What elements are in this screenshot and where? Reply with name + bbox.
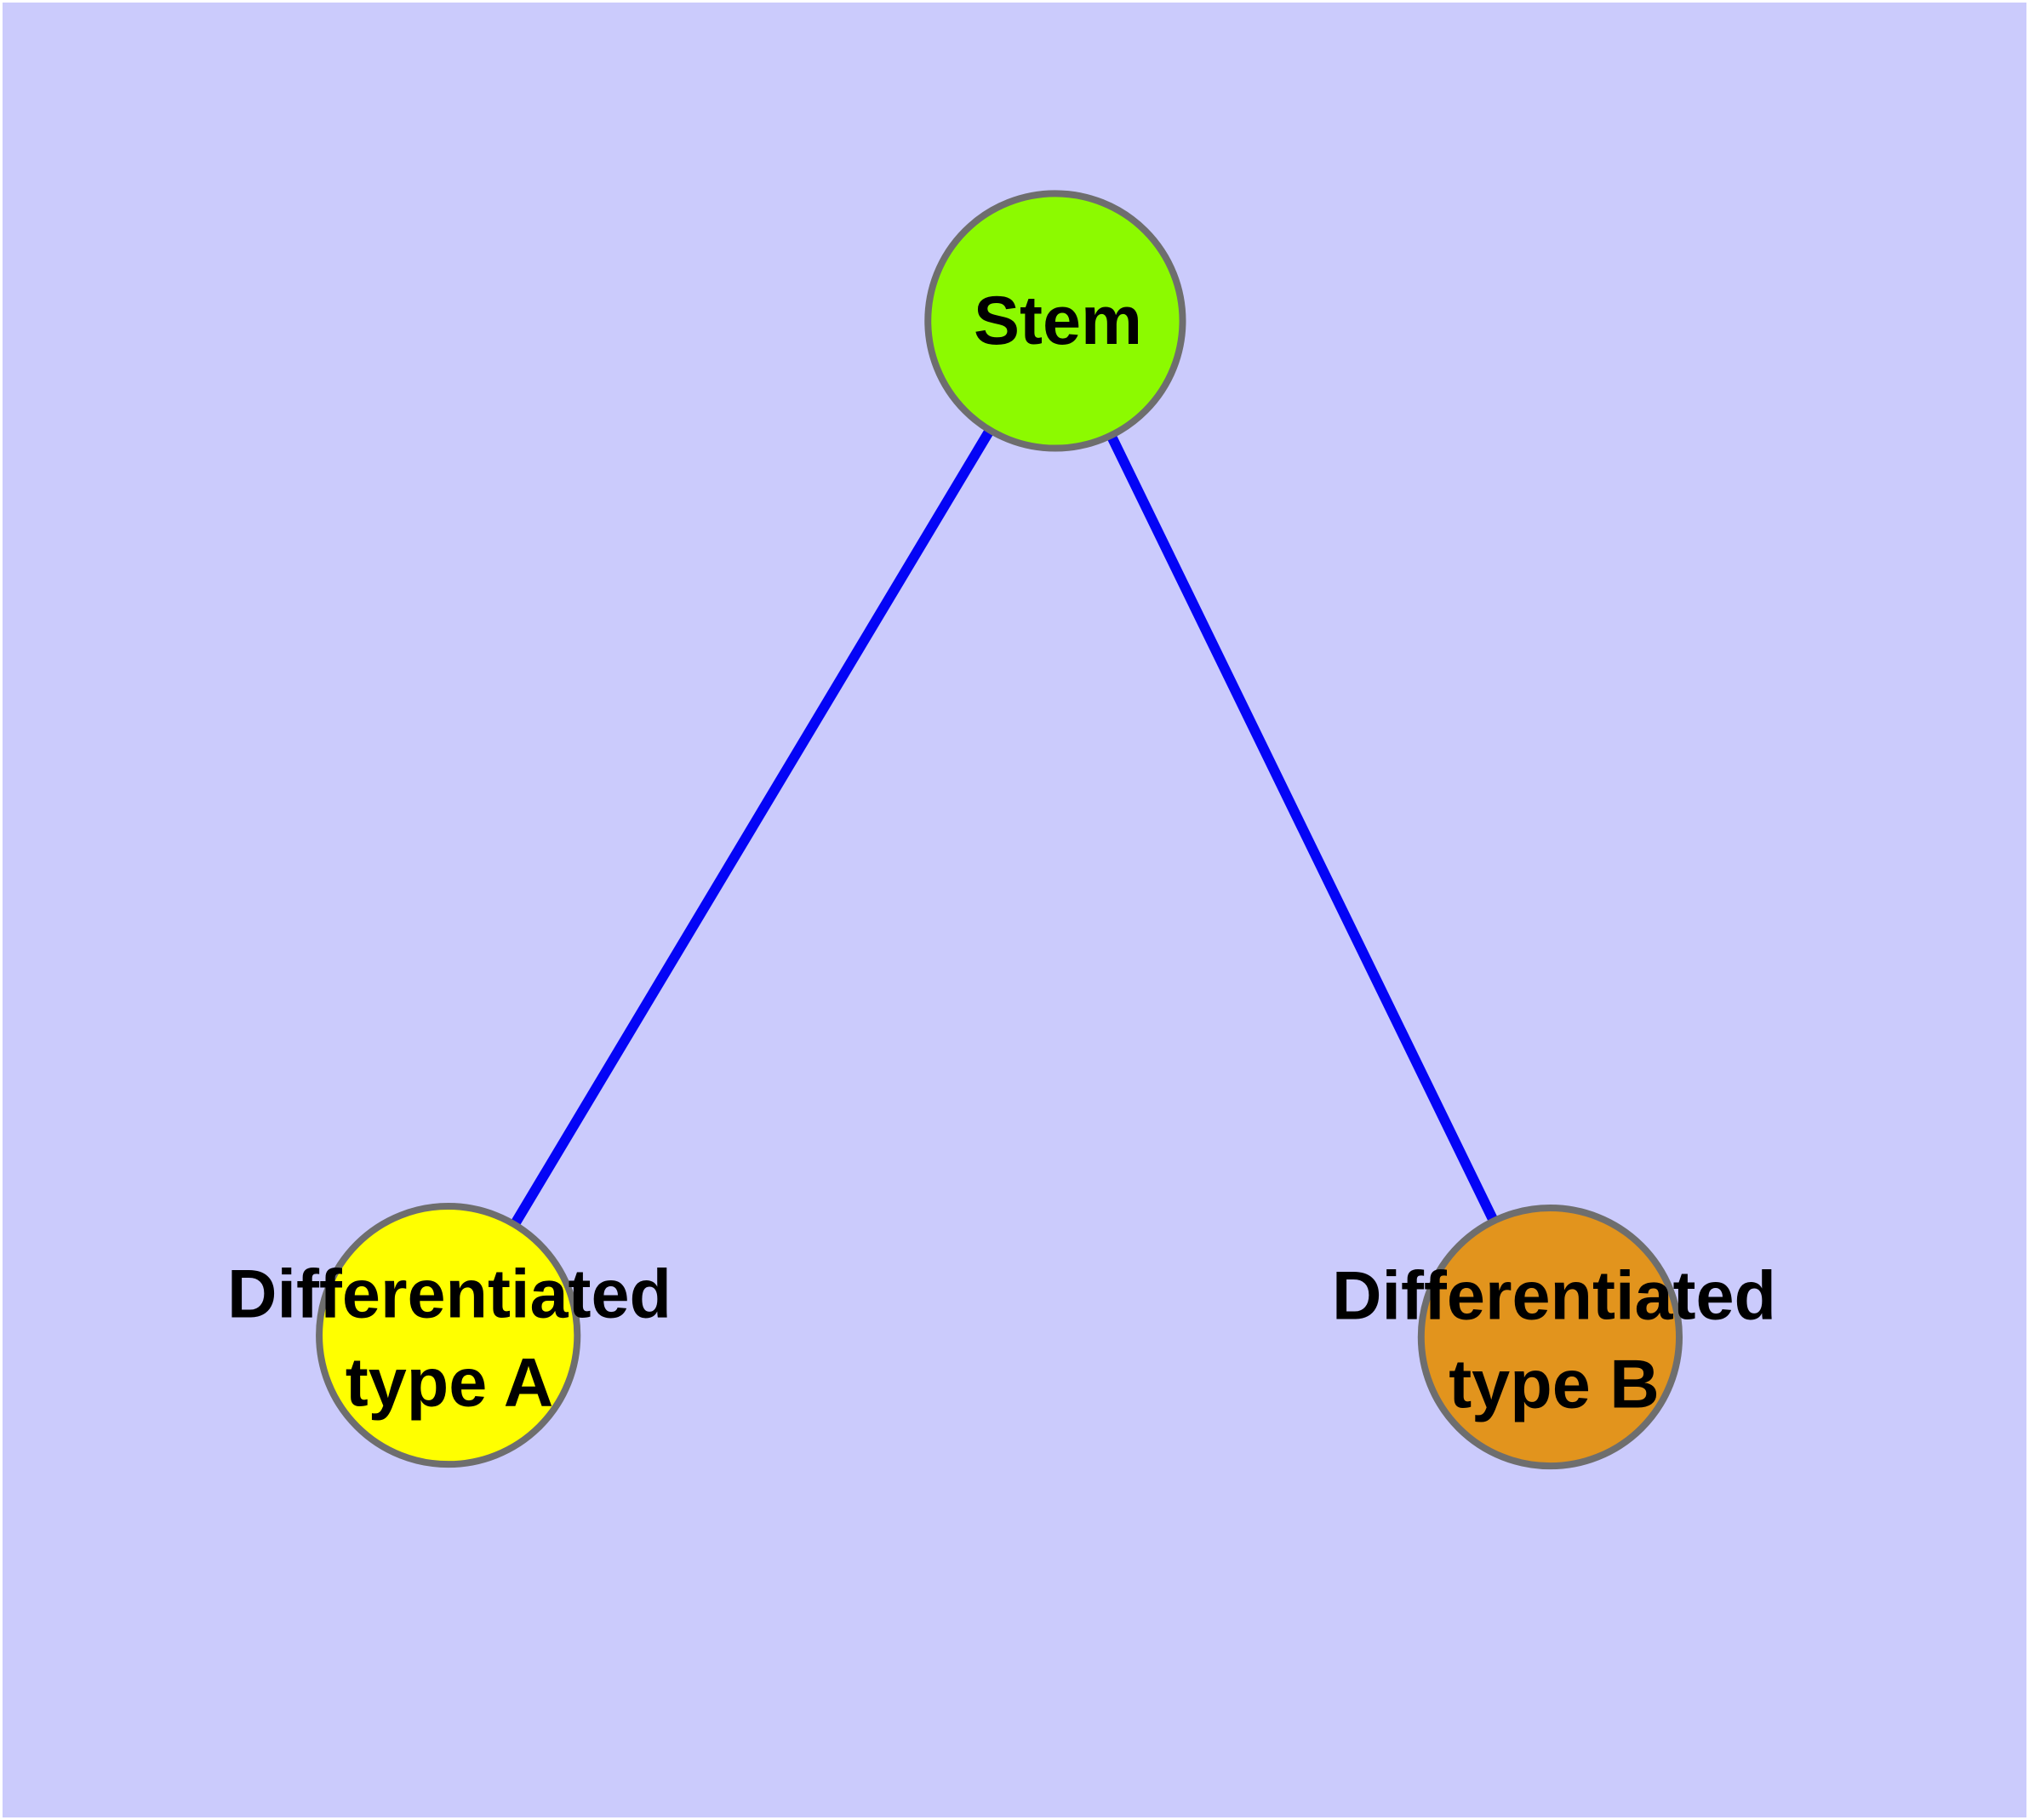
node-stem-circle <box>924 190 1186 452</box>
node-differentiated-type-a-circle <box>316 1203 581 1468</box>
edge-stem-to-type-a <box>443 318 1060 1338</box>
edge-stem-to-type-b <box>1050 318 1555 1340</box>
graph-svg <box>316 190 1683 1470</box>
node-differentiated-type-b-circle <box>1417 1205 1683 1470</box>
